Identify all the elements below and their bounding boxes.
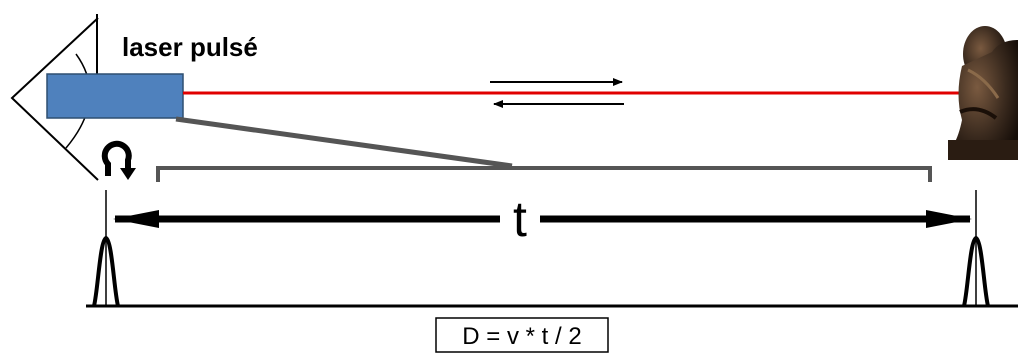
emitted-pulse: [92, 190, 120, 307]
returned-pulse: [962, 190, 990, 307]
thinker-statue-icon: [948, 26, 1018, 160]
formula-box: [435, 317, 609, 353]
time-label: t: [513, 191, 527, 247]
time-bracket: [156, 166, 932, 182]
formula-label: D = v * t / 2: [462, 323, 581, 350]
leader-line: [175, 116, 513, 169]
scan-angle-symbol: [10, 17, 99, 181]
laser-label: laser pulsé: [122, 32, 258, 62]
rotation-arrow-icon: [101, 140, 136, 180]
laser-device: [46, 73, 184, 119]
